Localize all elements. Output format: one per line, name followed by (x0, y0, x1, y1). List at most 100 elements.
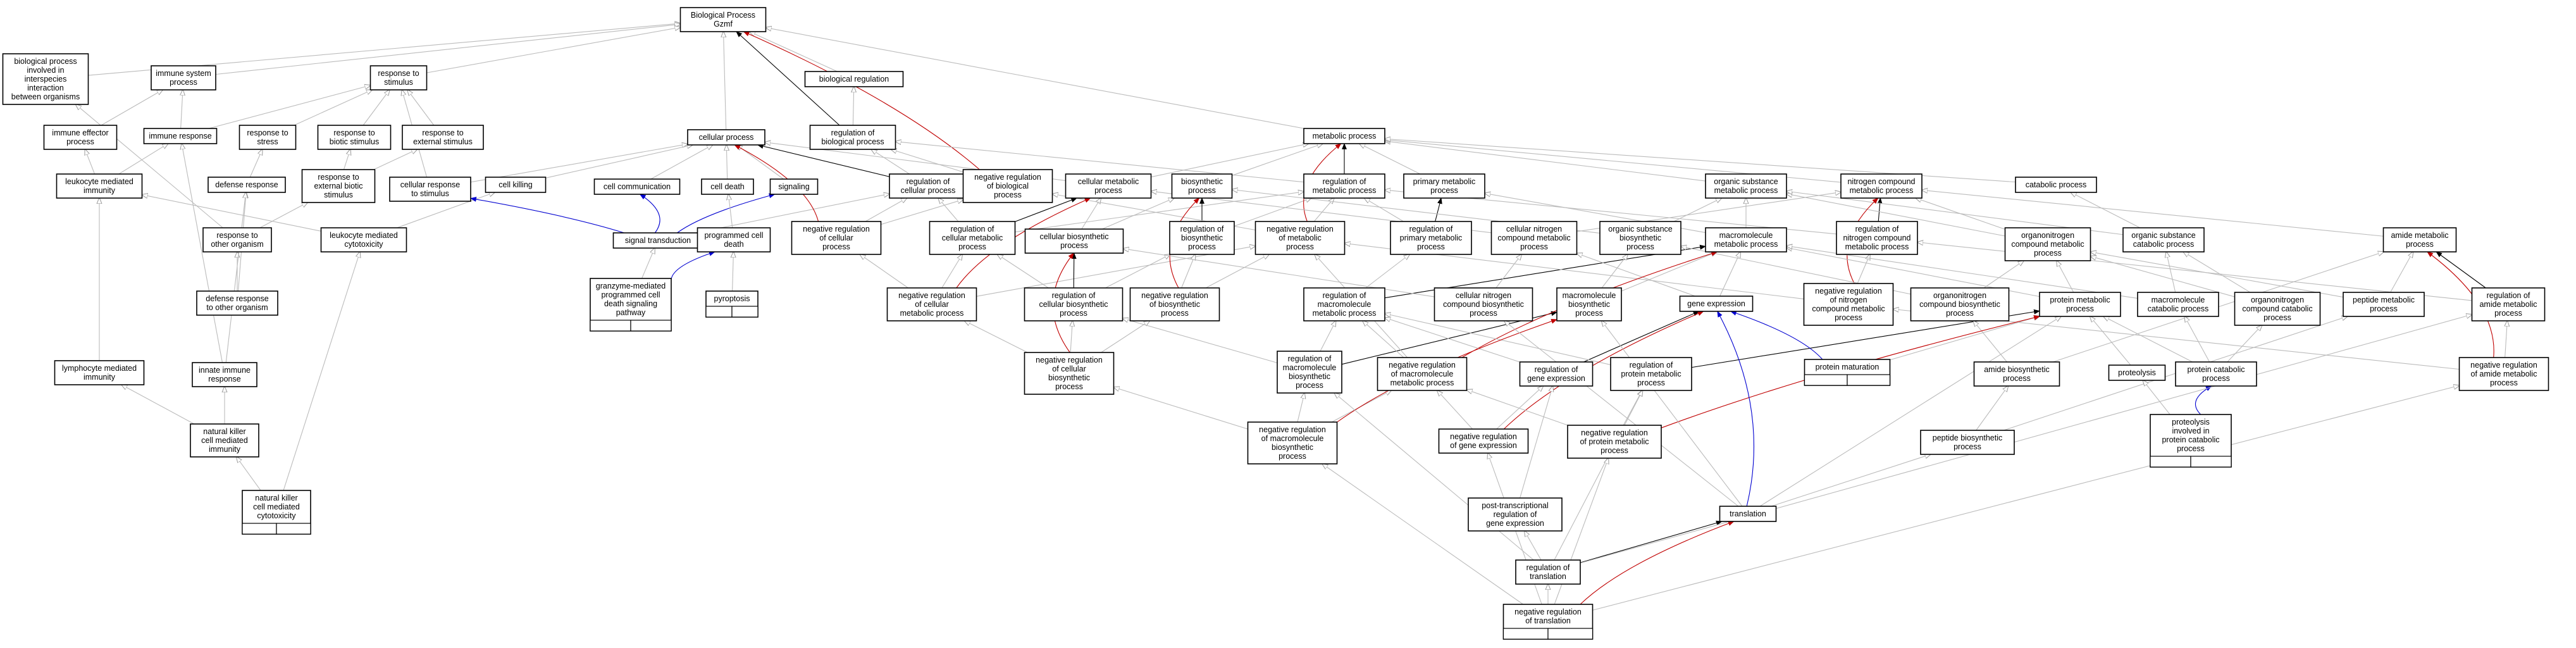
go-term-signaling[interactable]: signaling (769, 178, 819, 195)
term-box (389, 177, 471, 202)
edge-is-a (1592, 385, 2460, 611)
go-term-signal-trans[interactable]: signal transduction (612, 232, 703, 249)
go-term-proteolysis[interactable]: proteolysis (2108, 364, 2166, 381)
term-label-line: programmed cell (704, 231, 763, 240)
edge-is-a (85, 149, 96, 175)
go-term-translation[interactable]: translation (1719, 506, 1777, 522)
edge-is-a (650, 145, 713, 180)
term-label-line: process (1626, 242, 1654, 251)
edge-part-of (1015, 197, 1078, 222)
go-term-immune-resp[interactable]: immune response (143, 128, 218, 144)
term-label-line: of cellular (915, 300, 949, 309)
go-term-bio-reg[interactable]: biological regulation (804, 71, 904, 87)
term-label-line: organic substance (2131, 231, 2196, 240)
term-label-line: amide biosynthetic (1984, 365, 2050, 374)
go-term-cell-comm[interactable]: cell communication (593, 178, 681, 195)
go-term-cell-killing[interactable]: cell killing (485, 177, 547, 193)
go-term-cellular-proc[interactable]: cellular process (687, 129, 765, 146)
go-term-cell-death[interactable]: cell death (701, 178, 754, 195)
term-box (1247, 421, 1338, 464)
go-term-reg-macro-bio[interactable]: regulation ofmacromoleculebiosyntheticpr… (1277, 351, 1342, 394)
go-term-gene-expr[interactable]: gene expression (1679, 296, 1754, 312)
go-term-defense[interactable]: defense response (207, 177, 286, 193)
go-term-catabolic[interactable]: catabolic process (2015, 177, 2097, 193)
term-label-line: negative regulation (1815, 287, 1882, 296)
go-term-metabolic[interactable]: metabolic process (1303, 128, 1385, 144)
gene-label: GZMB (1858, 377, 1879, 385)
